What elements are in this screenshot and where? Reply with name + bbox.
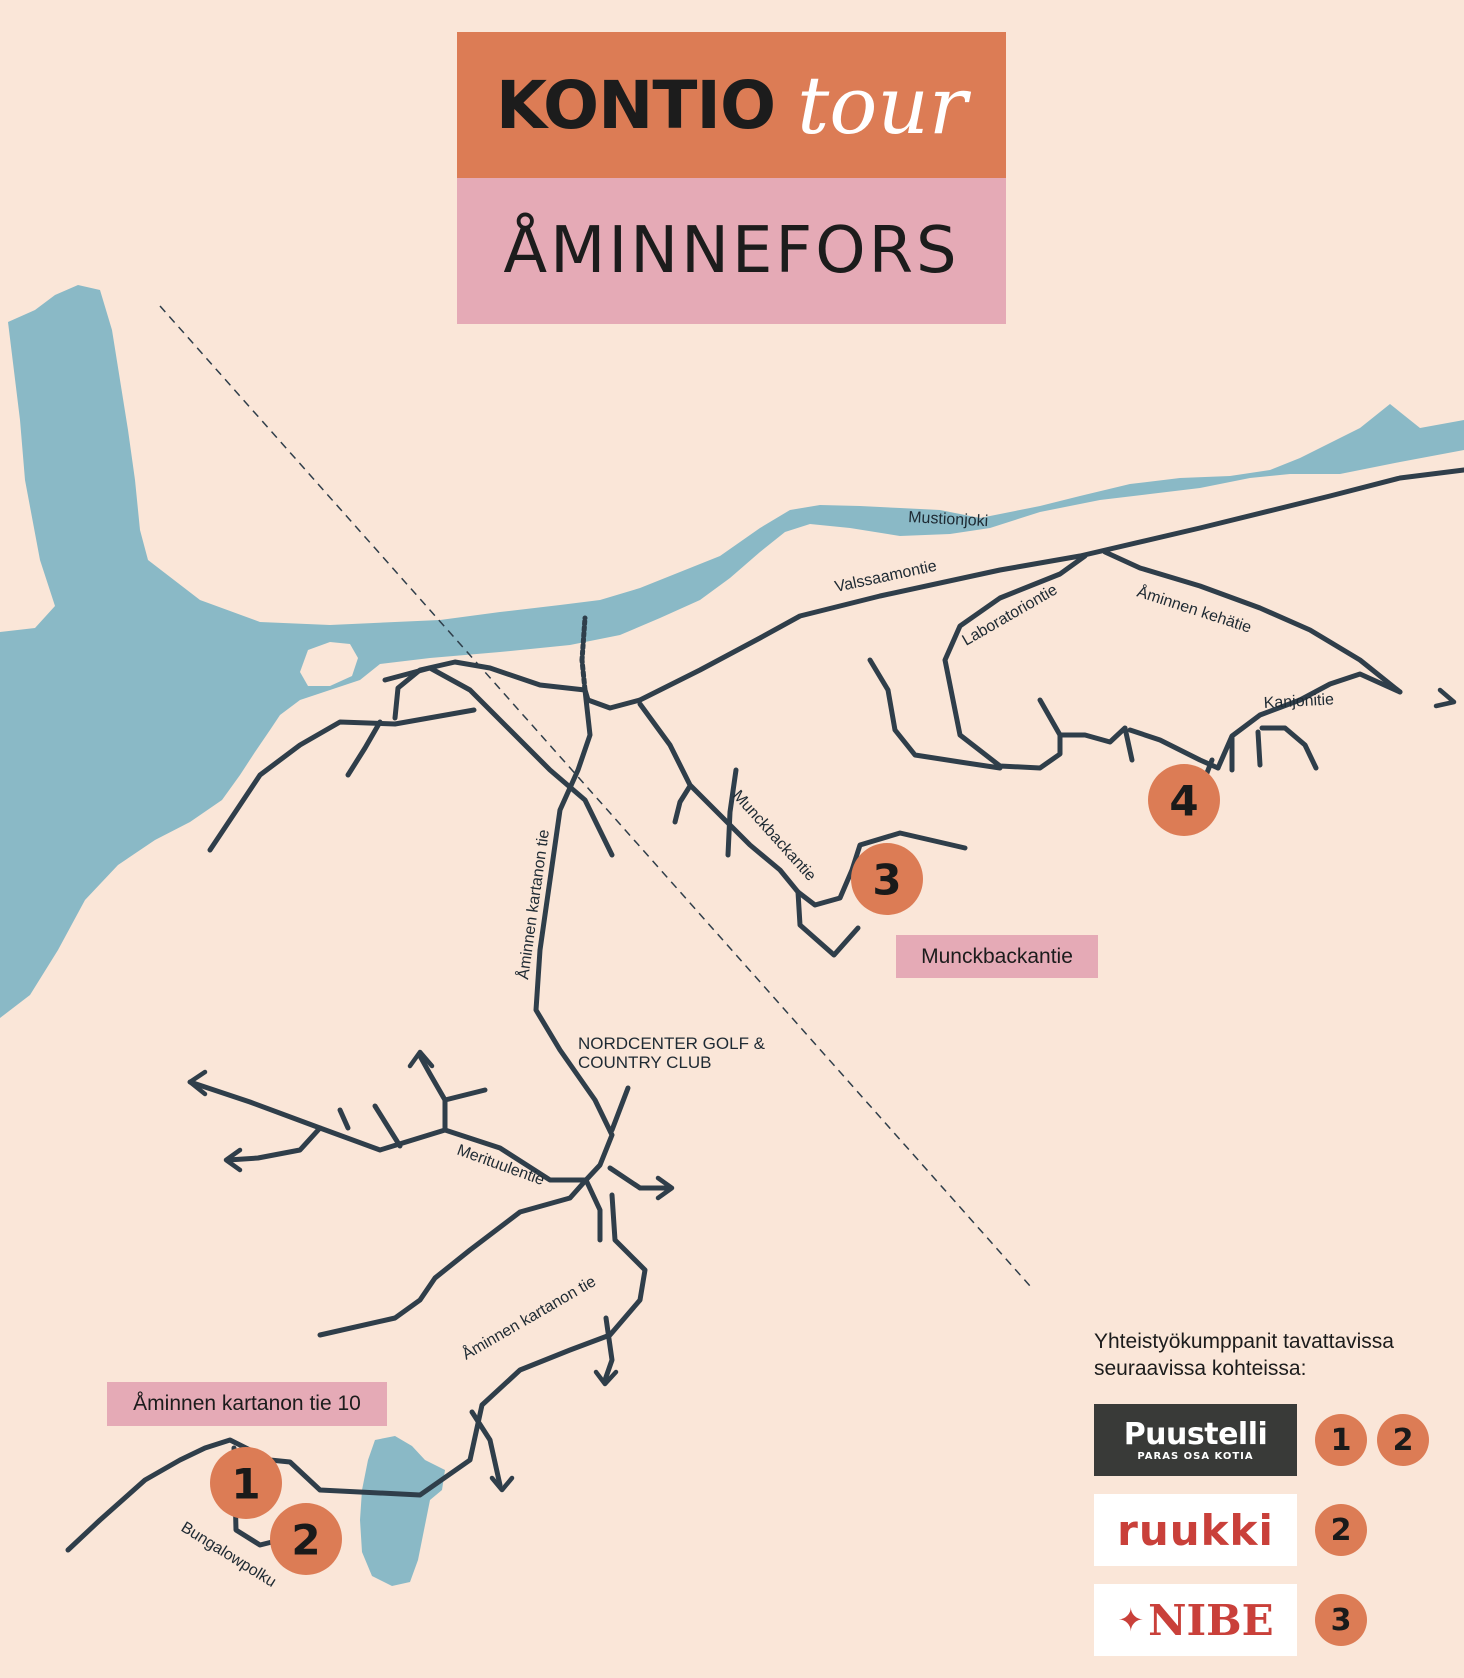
arrow-icon — [223, 1147, 243, 1173]
title-place-band: ÅMINNEFORS — [457, 178, 1006, 324]
partner-location-badge: 1 — [1315, 1414, 1367, 1466]
partner-row-ruukki: ruukki 2 — [1094, 1493, 1434, 1567]
ruukki-logo-name: ruukki — [1117, 1505, 1274, 1555]
arrow-icon — [489, 1475, 515, 1493]
arrow-icon — [187, 1069, 208, 1097]
arrow-icon — [1433, 687, 1457, 709]
arrow-icon — [593, 1369, 619, 1387]
place-name: ÅMINNEFORS — [503, 214, 960, 288]
pond-water — [360, 1436, 445, 1586]
label-mustionjoki: Mustionjoki — [908, 509, 989, 530]
marker-3[interactable]: 3 — [851, 843, 923, 915]
marker-2[interactable]: 2 — [270, 1503, 342, 1575]
boundary-dashed-line — [159, 305, 1031, 1287]
label-bungalowpolku: Bungalowpolku — [178, 1519, 279, 1591]
partners-legend: Yhteistyökumppanit tavattavissa seuraavi… — [1094, 1328, 1434, 1673]
title-block: KONTIO tour ÅMINNEFORS — [457, 32, 1006, 324]
ruukki-logo: ruukki — [1094, 1494, 1297, 1566]
marker-4[interactable]: 4 — [1148, 764, 1220, 836]
arrow-icon — [655, 1175, 675, 1201]
arrow-icon — [407, 1049, 435, 1069]
brand-name: KONTIO — [495, 66, 776, 144]
river-island — [300, 642, 358, 686]
marker-1[interactable]: 1 — [210, 1447, 282, 1519]
puustelli-logo: Puustelli PARAS OSA KOTIA — [1094, 1404, 1297, 1476]
partner-row-puustelli: Puustelli PARAS OSA KOTIA 1 2 — [1094, 1403, 1434, 1477]
road-network — [65, 467, 1464, 1553]
svg-text:2: 2 — [291, 1516, 320, 1565]
label-kehatie: Åminnen kehätie — [1135, 582, 1254, 637]
label-golf-club: NORDCENTER GOLF & COUNTRY CLUB — [578, 1034, 766, 1072]
puustelli-logo-tagline: PARAS OSA KOTIA — [1137, 1450, 1254, 1462]
partner-location-badge: 3 — [1315, 1594, 1367, 1646]
partner-location-badge: 2 — [1315, 1504, 1367, 1556]
puustelli-logo-name: Puustelli — [1123, 1416, 1268, 1452]
nibe-logo: ✦ NIBE — [1094, 1584, 1297, 1656]
partner-row-nibe: ✦ NIBE 3 — [1094, 1583, 1434, 1657]
nibe-star-icon: ✦ — [1117, 1601, 1145, 1639]
lake-water — [0, 285, 1464, 1018]
svg-text:1: 1 — [231, 1460, 260, 1509]
brand-script: tour — [797, 58, 968, 152]
title-brand-band: KONTIO tour — [457, 32, 1006, 178]
road-arrowheads — [187, 687, 1457, 1493]
address-label-kartanon-tie-10: Åminnen kartanon tie 10 — [107, 1382, 387, 1426]
nibe-logo-name: NIBE — [1148, 1595, 1274, 1645]
partner-location-badge: 2 — [1377, 1414, 1429, 1466]
partners-title: Yhteistyökumppanit tavattavissa seuraavi… — [1094, 1330, 1394, 1380]
label-valssaamontie: Valssaamontie — [833, 558, 938, 596]
svg-text:3: 3 — [872, 856, 901, 905]
label-kanjonitie: Kanjonitie — [1263, 691, 1334, 712]
svg-text:4: 4 — [1169, 777, 1198, 826]
address-label-munckbackantie: Munckbackantie — [896, 935, 1098, 978]
